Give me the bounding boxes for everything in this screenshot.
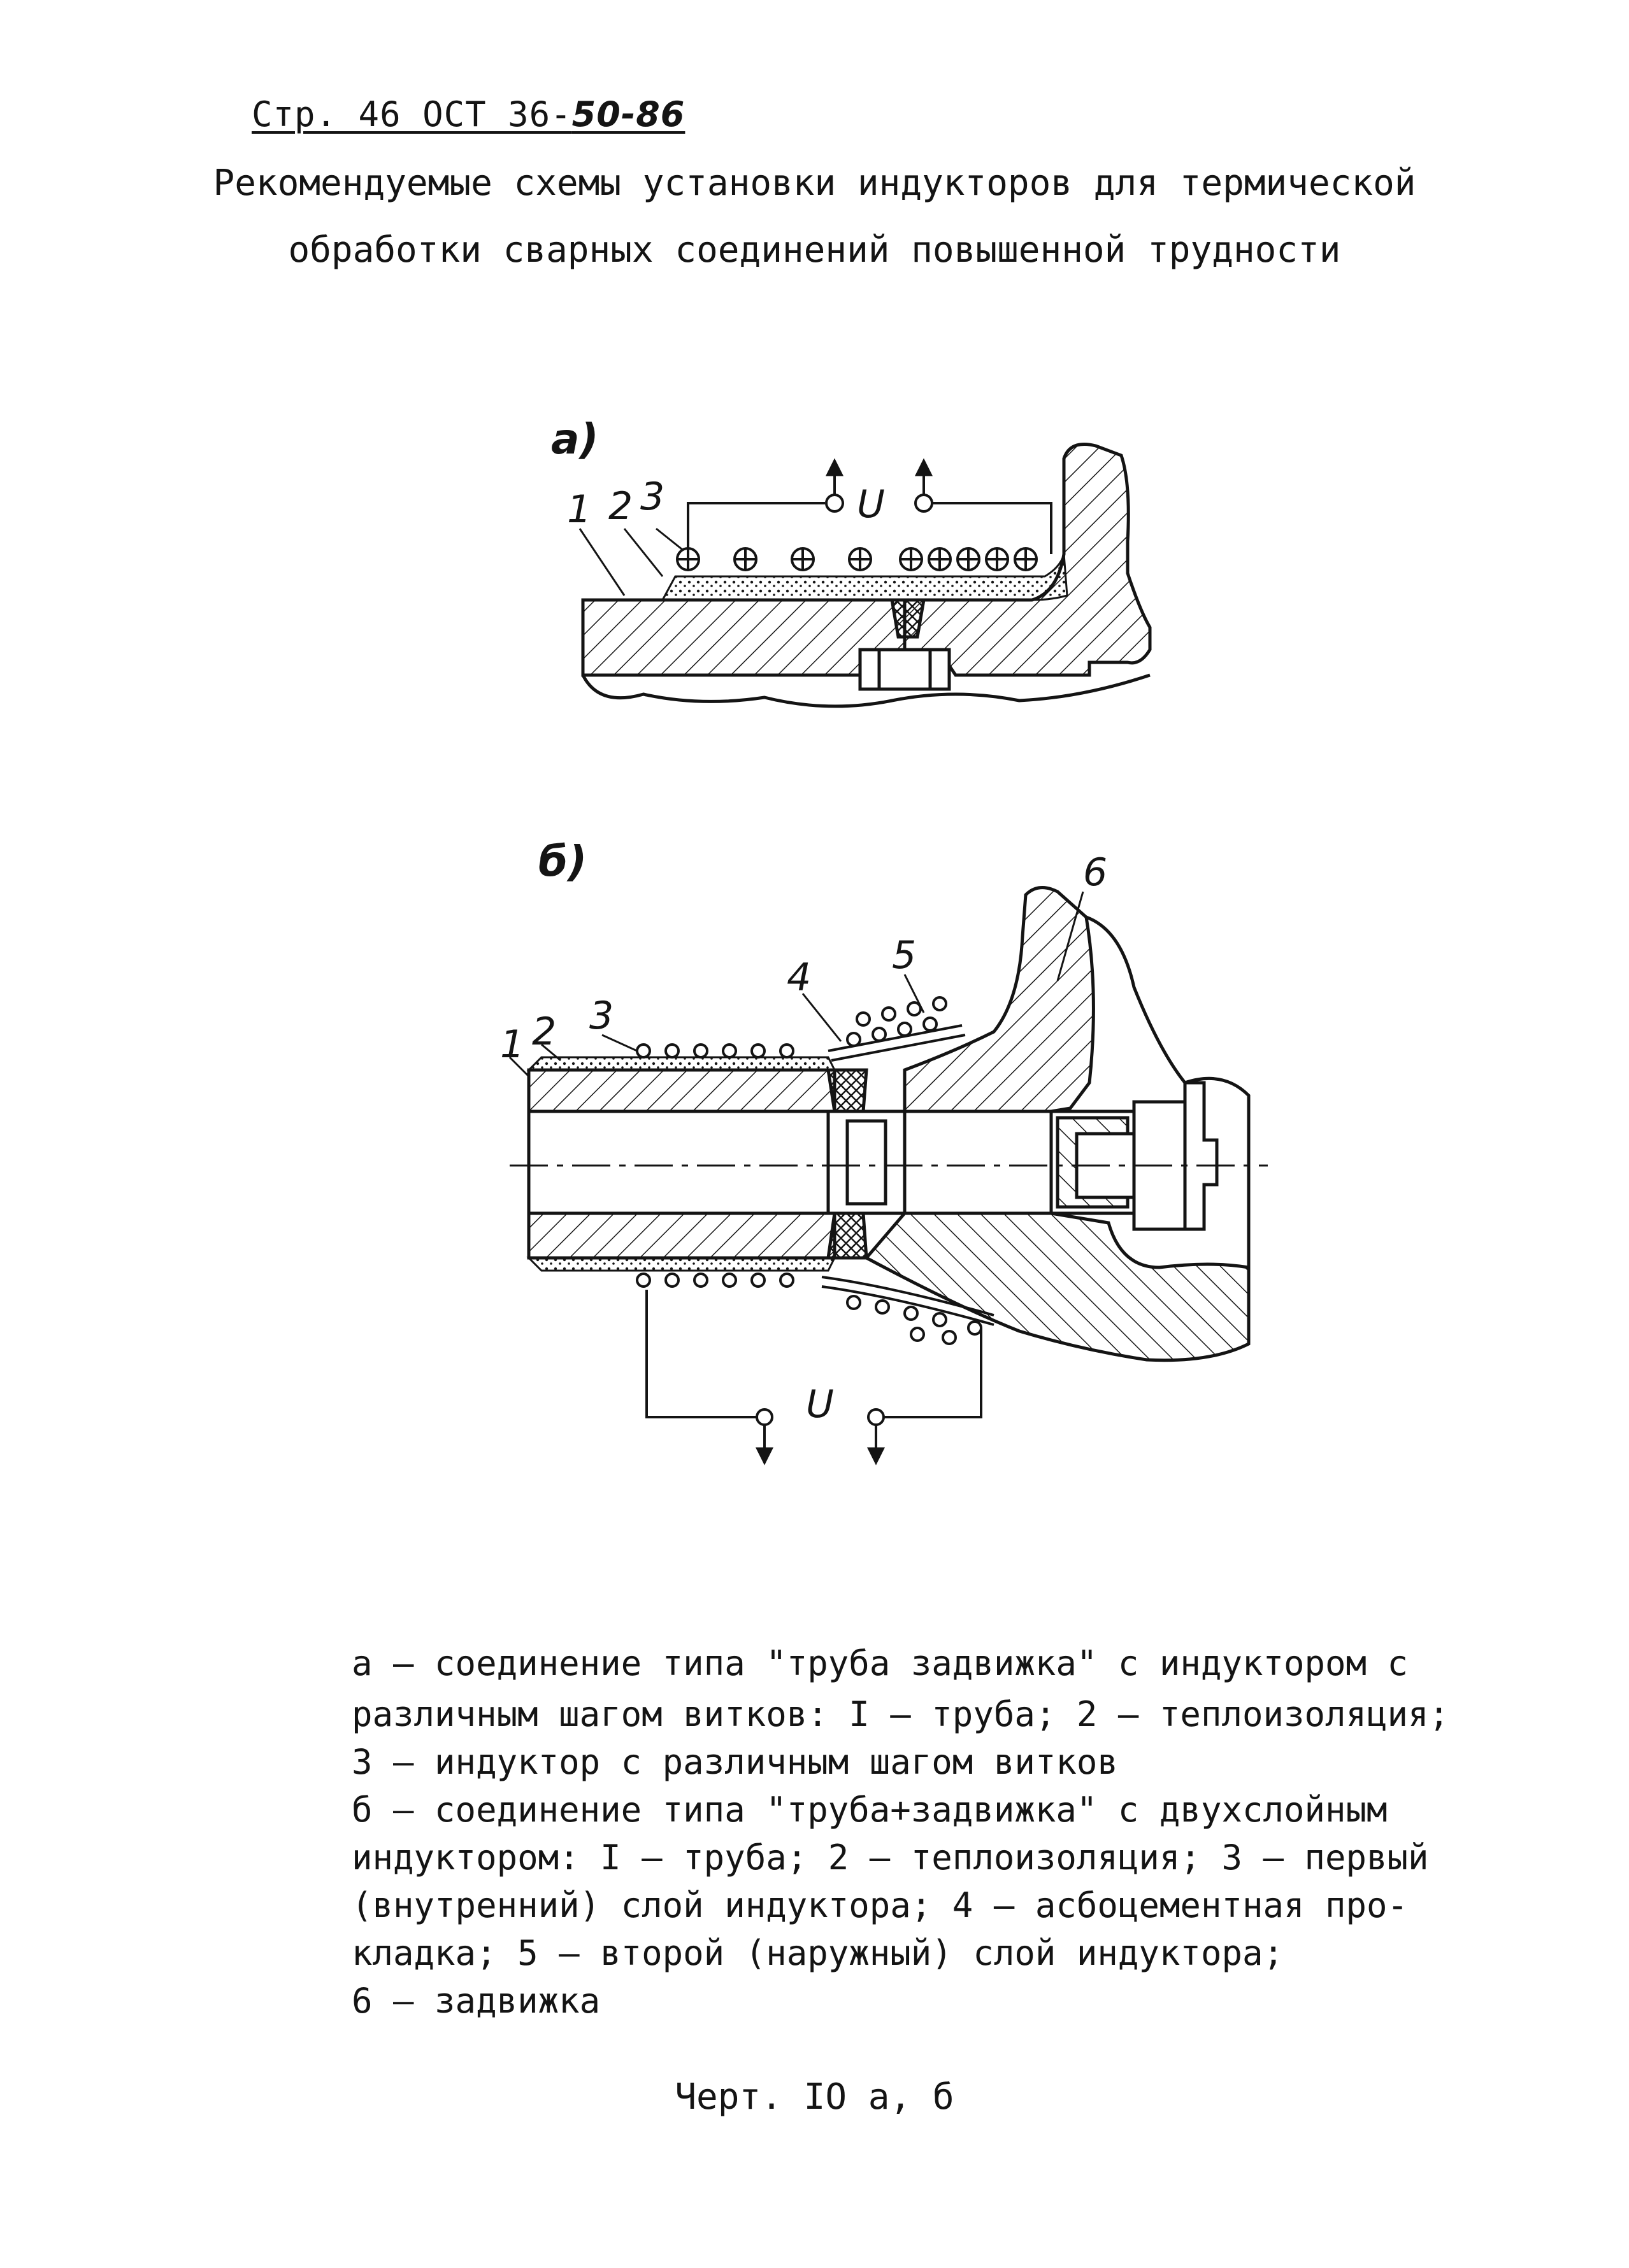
figure-b-coil [636,996,982,1345]
legend-line-1: а – соединение типа "труба задвижка" с и… [352,1643,1409,1683]
legend-line-2: различным шагом витков: I – труба; 2 – т… [352,1694,1450,1734]
figure-a-drawing [578,443,1152,708]
figure-b-callout-1: 1 [500,1022,524,1067]
figure-b-callout-5: 5 [892,933,916,978]
legend-line-5: индуктором: I – труба; 2 – теплоизоляция… [352,1837,1429,1878]
legend-line-7: кладка; 5 – второй (наружный) слой индук… [352,1933,1284,1973]
figure-b-callout-4: 4 [787,955,811,1000]
legend-line-6: (внутренний) слой индуктора; 4 – асбоцем… [352,1885,1409,1925]
figure-a-coil [676,547,1038,571]
figure-caption: Черт. IO а, б [675,2076,954,2118]
page-header: Стр. 46 ОСТ 36-50-86 [252,94,685,134]
figure-b-drawing [508,886,1268,1466]
figure-a-callout-2: 2 [608,484,633,529]
figure-b-callout-3: 3 [589,994,614,1038]
figure-b-callout-6: 6 [1083,850,1107,895]
legend-line-8: 6 – задвижка [352,1981,601,2021]
legend-line-4: б – соединение типа "труба+задвижка" с д… [352,1790,1388,1830]
figure-b-callout-2: 2 [532,1009,556,1054]
legend-line-3: 3 – индуктор с различным шагом витков [352,1742,1118,1782]
figure-a-label: а) [551,415,599,464]
figure-a-voltage-label: U [857,482,885,527]
figure-a-callout-1: 1 [567,487,591,532]
figure-b-label: б) [538,837,587,886]
title-line-1: Рекомендуемые схемы установки индукторов… [213,162,1416,204]
figure-a-callout-3: 3 [640,474,664,519]
header-reference: Стр. 46 ОСТ 36- [252,94,572,134]
figure-b-voltage-label: U [806,1382,834,1427]
header-handwritten-number: 50-86 [571,94,685,134]
title-line-2: обработки сварных соединений повышенной … [288,229,1341,271]
